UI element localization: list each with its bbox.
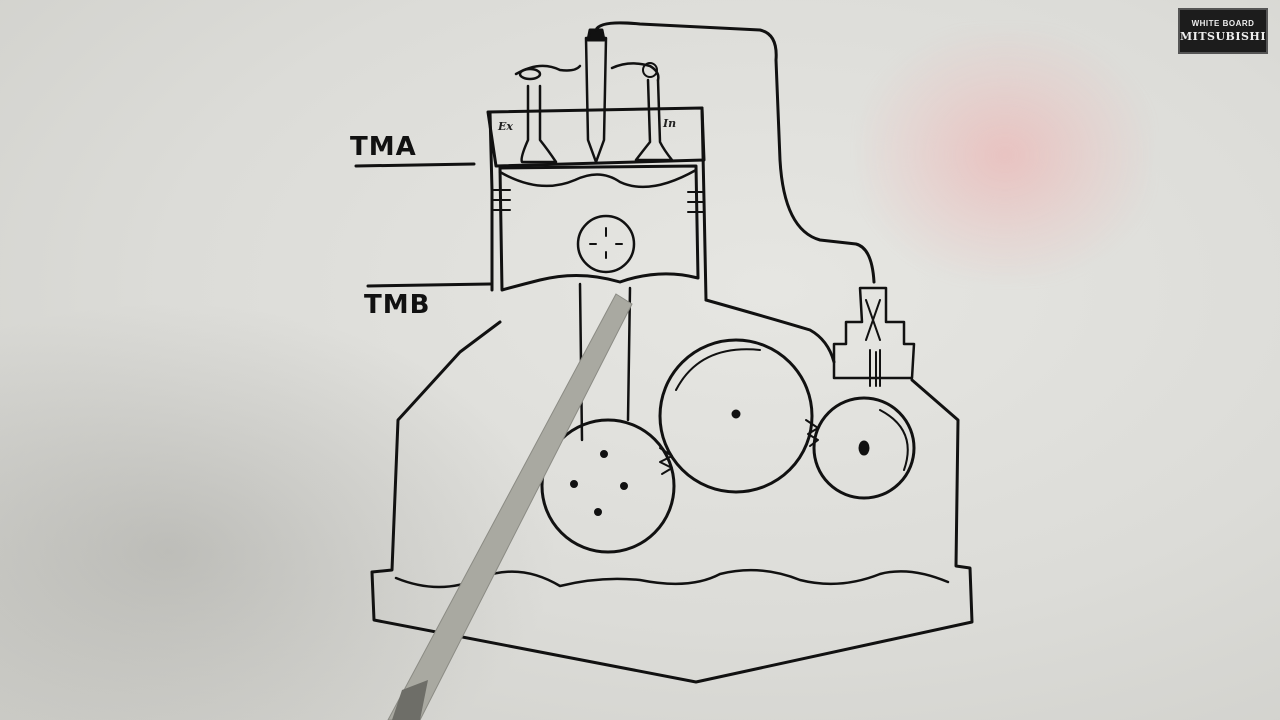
brand-line1: WHITE BOARD bbox=[1191, 19, 1255, 28]
crankcase bbox=[370, 298, 974, 684]
exhaust-valve bbox=[520, 84, 558, 164]
pointer-stick bbox=[387, 293, 633, 720]
tma-label: TMA bbox=[350, 132, 417, 162]
tma-line bbox=[354, 162, 476, 168]
intake-valve-tag: In bbox=[663, 117, 677, 130]
piston-crown bbox=[498, 168, 698, 189]
injection-pump bbox=[832, 286, 916, 380]
tmb-label: TMB bbox=[364, 290, 431, 320]
piston bbox=[498, 164, 700, 292]
piston-ring-left bbox=[493, 189, 511, 211]
cam-gear bbox=[658, 338, 814, 494]
whiteboard-brand-logo: WHITE BOARD MITSUBISHI bbox=[1178, 8, 1268, 54]
tmb-line bbox=[366, 282, 492, 288]
piston-ring-right bbox=[687, 191, 705, 213]
crank-gear bbox=[540, 418, 676, 554]
intake-valve bbox=[634, 78, 674, 162]
cylinder-wall-right bbox=[700, 106, 708, 302]
rocker-right bbox=[610, 62, 660, 82]
pump-gear bbox=[812, 396, 916, 500]
fuel-line bbox=[594, 21, 876, 284]
brand-line2: MITSUBISHI bbox=[1180, 30, 1266, 43]
injector bbox=[584, 36, 608, 164]
exhaust-valve-tag: Ex bbox=[498, 120, 513, 133]
piston-pin bbox=[576, 214, 636, 274]
cylinder-wall-left bbox=[488, 110, 494, 292]
